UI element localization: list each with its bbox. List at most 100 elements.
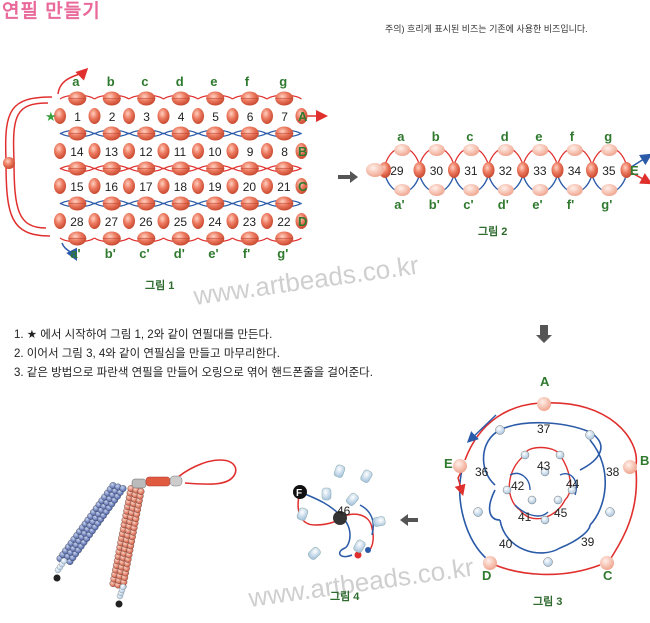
fig1-side-bead: [261, 143, 273, 159]
fig1-bead-number: 16: [105, 180, 119, 194]
fig1-side-bead: [295, 143, 308, 159]
fig3-caption: 그림 3: [533, 596, 563, 608]
fig1-side-bead: [226, 143, 239, 159]
fig1-side-bead: [123, 178, 135, 194]
fig2-col-bottom-label: e': [532, 197, 542, 212]
fig1-row-label: A: [298, 109, 308, 124]
fig3-outer-number: 38: [606, 465, 620, 479]
fig2-faded-bead: [566, 184, 583, 196]
fig3-point-label: E: [444, 456, 453, 471]
fig1-bead-number: 19: [208, 180, 222, 194]
watermark-1: www.artbeads.co.kr: [191, 250, 421, 311]
fig3-point-label: C: [603, 568, 613, 583]
fig1-bead-number: 4: [178, 110, 185, 124]
fig1-col-top-label: b: [107, 74, 115, 89]
fig2-bead: [413, 162, 426, 178]
fig1-bead-number: 26: [139, 215, 153, 229]
fig3-point-label: B: [640, 453, 649, 468]
fig1-row-label: C: [298, 179, 308, 194]
fig2-faded-bead: [497, 184, 514, 196]
fig1-bead-number: 18: [174, 180, 188, 194]
fig2-col-bottom-label: a': [394, 197, 404, 212]
fig2-faded-bead: [463, 184, 480, 196]
fig1-bead-number: 3: [143, 110, 150, 124]
fig1-col-bottom-label: d': [174, 246, 185, 261]
finished-pencils-illustration: [53, 459, 237, 608]
fig1-side-bead: [261, 213, 273, 229]
fig1-bead-number: 25: [174, 215, 188, 229]
fig3-outer-number: 37: [537, 422, 551, 436]
fig1-col-bottom-label: b': [105, 246, 116, 261]
fig2-end-label: E: [630, 163, 639, 178]
fig2-col-top-label: g: [604, 129, 612, 144]
fig1-col-bottom-label: g': [277, 246, 288, 261]
fig2-faded-bead: [601, 144, 618, 156]
fig2-bead-number: 32: [499, 164, 513, 178]
fig3-inner-number: 44: [566, 477, 580, 491]
fig1-side-bead: [54, 108, 66, 124]
fig1-loop-thread-inner: [12, 102, 49, 229]
fig2-bead: [482, 162, 495, 178]
fig1-loop-bead: [3, 157, 15, 169]
fig1-bead-number: 8: [281, 145, 288, 159]
fig2-faded-bead: [532, 144, 549, 156]
fig2-bead-number: 35: [602, 164, 616, 178]
fig1-side-bead: [88, 143, 101, 159]
fig4-start-label: F: [296, 488, 302, 499]
fig2-bead-number: 34: [568, 164, 582, 178]
instruction-2: 2. 이어서 그림 3, 4와 같이 연필심을 만들고 마무리한다.: [14, 348, 280, 360]
fig3-outer-number: 39: [581, 535, 595, 549]
fig1-bead-number: 17: [139, 180, 153, 194]
fig1-side-bead: [123, 143, 135, 159]
fig1-side-bead: [157, 178, 170, 194]
fig1-side-bead: [54, 178, 66, 194]
instruction-3: 3. 같은 방법으로 파란색 연필을 만들어 오링으로 엮어 핸드폰줄을 걸어준…: [14, 367, 373, 379]
fig4-caption: 그림 4: [330, 591, 360, 603]
fig1-bead-number: 5: [212, 110, 219, 124]
fig1-bead-number: 28: [70, 215, 84, 229]
fig2-caption: 그림 2: [478, 226, 508, 238]
fig1-row-label: D: [298, 214, 307, 229]
fig2-bead: [517, 162, 529, 178]
fig2-bead: [586, 162, 598, 178]
fig1-bead-number: 12: [139, 145, 153, 159]
fig1-bead-number: 20: [243, 180, 257, 194]
fig1-side-bead: [192, 213, 204, 229]
fig1-side-bead: [261, 178, 273, 194]
fig2-faded-bead: [532, 184, 549, 196]
fig1-bead-number: 7: [281, 110, 288, 124]
fig2-col-top-label: d: [501, 129, 509, 144]
fig1-bead-number: 6: [247, 110, 254, 124]
fig1-side-bead: [157, 213, 170, 229]
fig1-col-bottom-label: f': [243, 246, 250, 261]
fig2-faded-bead: [366, 163, 384, 177]
fig4-bead-number: 46: [337, 504, 351, 518]
fig1-side-bead: [226, 213, 239, 229]
fig1-side-bead: [261, 108, 273, 124]
fig1-start-star: ★: [45, 109, 57, 124]
instruction-1: 1. ★ 에서 시작하여 그림 1, 2와 같이 연필대를 만든다.: [14, 329, 273, 341]
fig1-side-bead: [54, 213, 66, 229]
fig1-side-bead: [295, 213, 308, 229]
fig2-bead-number: 31: [464, 164, 478, 178]
fig1-bead-number: 1: [74, 110, 81, 124]
fig1-col-top-label: e: [210, 74, 217, 89]
fig3-inner-number: 45: [554, 506, 568, 520]
fig1-col-top-label: g: [279, 74, 287, 89]
fig1-col-bottom-label: c': [139, 246, 149, 261]
fig2-bead: [448, 162, 460, 178]
fig1-side-bead: [192, 178, 204, 194]
fig2-bead-number: 33: [533, 164, 547, 178]
fig2-bead-number: 29: [390, 164, 404, 178]
fig2-col-top-label: e: [535, 129, 542, 144]
watermark-2: www.artbeads.co.kr: [246, 552, 476, 613]
fig2-col-bottom-label: g': [601, 197, 612, 212]
fig2-faded-bead: [428, 144, 445, 156]
fig1-bead-number: 15: [70, 180, 84, 194]
fig1-side-bead: [226, 178, 239, 194]
fig1-bead-number: 24: [208, 215, 222, 229]
fig2-col-bottom-label: f': [567, 197, 574, 212]
